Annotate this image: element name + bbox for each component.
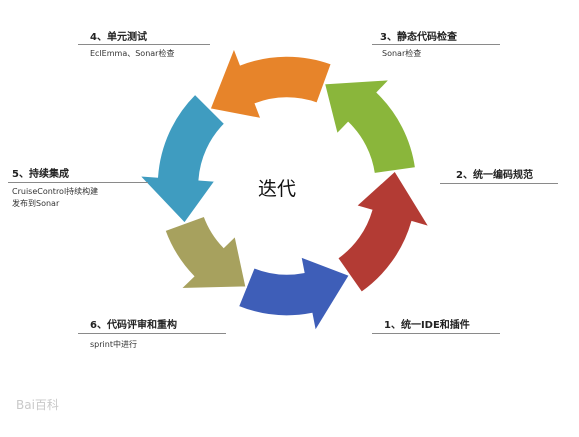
step-6-title: 6、代码评审和重构 [90,320,177,331]
baidu-watermark: Bai百科 [16,398,59,412]
center-label: 迭代 [258,178,297,200]
step-2-rule [440,183,558,184]
step-1-title: 1、统一IDE和插件 [384,320,470,331]
step-1-rule [372,333,500,334]
step-4-rule [78,44,210,45]
step-2-title: 2、统一编码规范 [456,170,533,181]
step-3-subtitle: Sonar检查 [382,49,422,58]
step-4-subtitle: EclEmma、Sonar检查 [90,49,175,58]
cycle-arrow-step-3 [323,78,417,175]
step-6-subtitle: sprint中进行 [90,340,137,349]
step-3-rule [372,44,500,45]
cycle-arrow-step-5 [137,93,226,225]
step-5-rule [8,182,148,183]
step-5-subtitle-line2: 发布到Sonar [12,199,60,208]
step-3-title: 3、静态代码检查 [380,32,457,43]
cycle-arrow-step-2 [336,169,431,294]
step-5-title: 5、持续集成 [12,169,69,180]
cycle-arrow-step-6 [163,215,248,290]
cycle-arrow-step-4 [208,45,333,120]
step-5-subtitle-line1: CruiseControl持续构建 [12,187,99,196]
step-4-title: 4、单元测试 [90,32,147,43]
step-6-rule [78,333,226,334]
cycle-arrow-step-1 [237,255,351,334]
